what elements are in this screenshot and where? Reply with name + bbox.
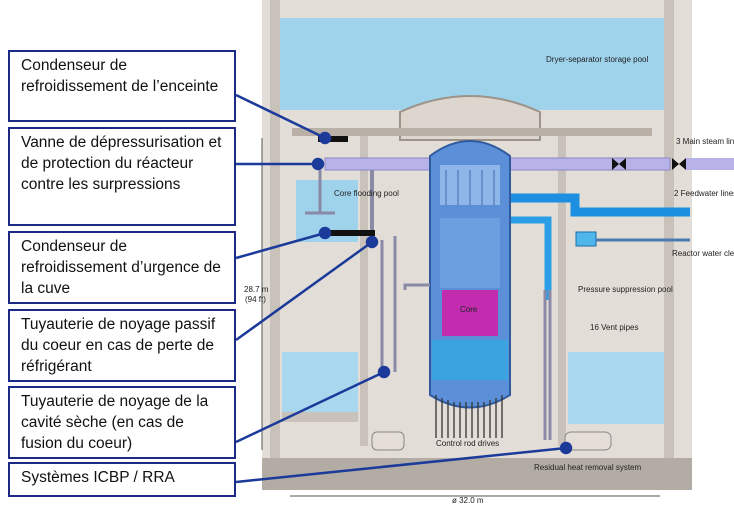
callout-passive-flooding: Tuyauterie de noyage passif du coeur en … <box>8 309 236 382</box>
diameter-label: ø 32.0 m <box>452 496 484 505</box>
cleanup-label: Reactor water clean-up syste <box>672 249 734 258</box>
core-flooding-label: Core flooding pool <box>334 189 399 198</box>
callout-text: Condenseur de refroidissement d’urgence … <box>21 238 221 297</box>
callout-text: Vanne de dépressurisation et de protecti… <box>21 134 222 193</box>
callout-text: Tuyauterie de noyage passif du coeur en … <box>21 316 215 375</box>
callout-text: Tuyauterie de noyage de la cavité sèche … <box>21 393 208 452</box>
callout-text: Systèmes ICBP / RRA <box>21 469 175 486</box>
core-label: Core <box>460 305 478 314</box>
main-steam-line <box>325 158 734 170</box>
rhr-label: Residual heat removal system <box>534 463 641 472</box>
callout-depressurization-valve: Vanne de dépressurisation et de protecti… <box>8 127 236 226</box>
vent-pipes-label: 16 Vent pipes <box>590 323 638 332</box>
height-ft-label: (94 ft) <box>245 295 266 304</box>
height-label: 28.7 m <box>244 285 269 294</box>
feedwater-label: 2 Feedwater lines <box>674 189 734 198</box>
reactor-vessel <box>430 141 510 438</box>
callout-text: Condenseur de refroidissement de l’encei… <box>21 57 218 95</box>
callout-icbp-rra: Systèmes ICBP / RRA <box>8 462 236 497</box>
main-steam-label: 3 Main steam lines <box>676 137 734 146</box>
callout-containment-condenser: Condenseur de refroidissement de l’encei… <box>8 50 236 122</box>
callout-emergency-condenser: Condenseur de refroidissement d’urgence … <box>8 231 236 304</box>
pressure-suppression-pool <box>568 352 664 424</box>
callout-drywell-flooding: Tuyauterie de noyage de la cavité sèche … <box>8 386 236 459</box>
dryer-pool-label: Dryer-separator storage pool <box>546 55 648 64</box>
control-rods-label: Control rod drives <box>436 439 499 448</box>
pressure-pool-label: Pressure suppression pool <box>578 285 673 294</box>
